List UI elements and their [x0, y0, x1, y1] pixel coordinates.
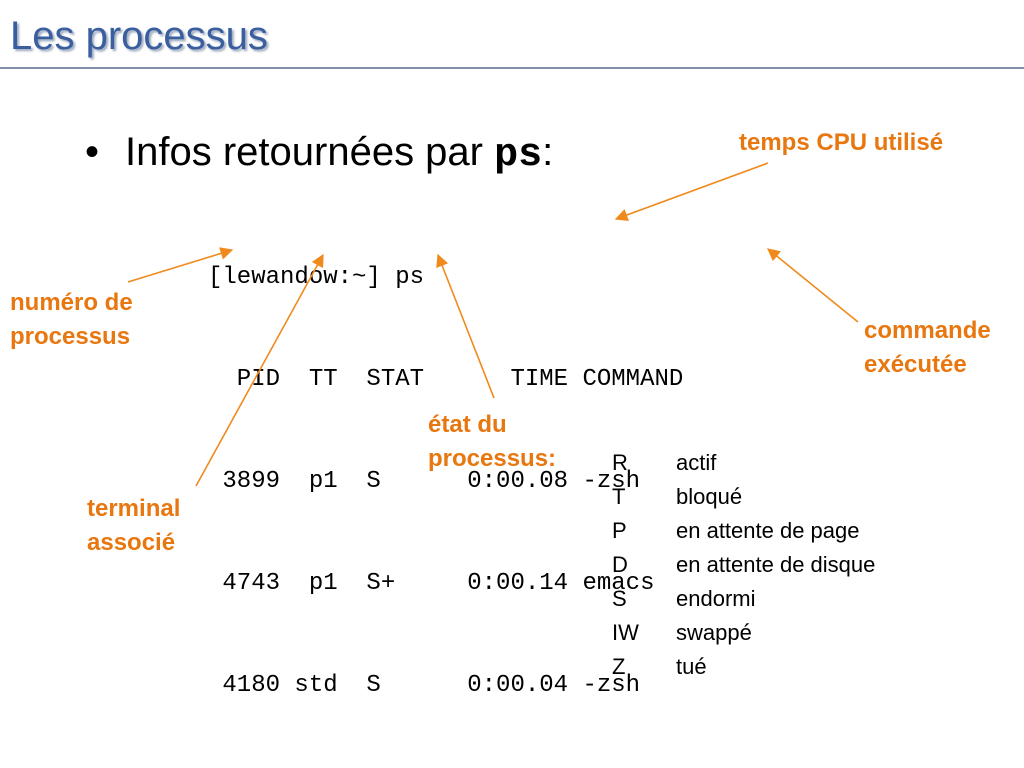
state-label: swappé [676, 620, 752, 645]
terminal-process-line: 4180 std S 0:00.04 -zsh [208, 672, 641, 699]
annotation-command: commande exécutée [864, 314, 991, 382]
state-code: T [612, 484, 626, 509]
arrow-command [767, 248, 859, 323]
state-label: en attente de page [676, 518, 860, 543]
annotation-terminal-line1: terminal [87, 495, 181, 522]
state-row: IW swappé [612, 616, 875, 650]
annotation-cpu-time-text: temps CPU utilisé [739, 129, 944, 156]
state-label: en attente de disque [676, 552, 876, 577]
terminal-header-line: PID TT STAT TIME COMMAND [208, 366, 684, 393]
annotation-cpu-time: temps CPU utilisé [739, 126, 943, 160]
annotation-state: état du processus: [428, 408, 556, 476]
annotation-terminal-line2: associé [87, 529, 176, 556]
annotation-terminal: terminal associé [87, 492, 180, 560]
state-label: actif [676, 450, 717, 475]
arrow-state [436, 253, 495, 399]
annotation-pid-line1: numéro de [10, 289, 133, 316]
terminal-output: [lewandow:~] ps PID TT STAT TIME COMMAND… [208, 193, 683, 737]
state-label: bloqué [676, 484, 743, 509]
state-code: S [612, 586, 627, 611]
state-label: endormi [676, 586, 756, 611]
arrow-cpu-time [614, 162, 769, 222]
bullet-colon: : [542, 130, 554, 174]
annotation-state-line1: état du [428, 411, 507, 438]
arrow-terminal [195, 253, 324, 487]
bullet-icon: • [85, 130, 100, 174]
terminal-process-line: 3899 p1 S 0:00.08 -zsh [208, 468, 641, 495]
title-divider [0, 67, 1024, 69]
state-code: Z [612, 654, 626, 679]
slide-title: Les processus [10, 14, 268, 58]
annotation-pid-line2: processus [10, 323, 131, 350]
state-code: P [612, 518, 627, 543]
annotation-pid: numéro de processus [10, 286, 133, 354]
bullet-item: • Infos retournées par ps: [85, 128, 553, 180]
terminal-prompt-line: [lewandow:~] ps [208, 264, 425, 291]
annotation-state-line2: processus: [428, 445, 557, 472]
annotation-command-line1: commande [864, 317, 991, 344]
state-label: tué [676, 654, 707, 679]
terminal-process-line: 4743 p1 S+ 0:00.14 emacs [208, 570, 655, 597]
state-code: IW [612, 620, 639, 645]
annotation-command-line2: exécutée [864, 351, 967, 378]
state-code: D [612, 552, 628, 577]
bullet-text: Infos retournées par [125, 130, 483, 174]
ps-command: ps [494, 133, 543, 178]
state-code: R [612, 450, 628, 475]
arrow-pid [127, 247, 234, 283]
